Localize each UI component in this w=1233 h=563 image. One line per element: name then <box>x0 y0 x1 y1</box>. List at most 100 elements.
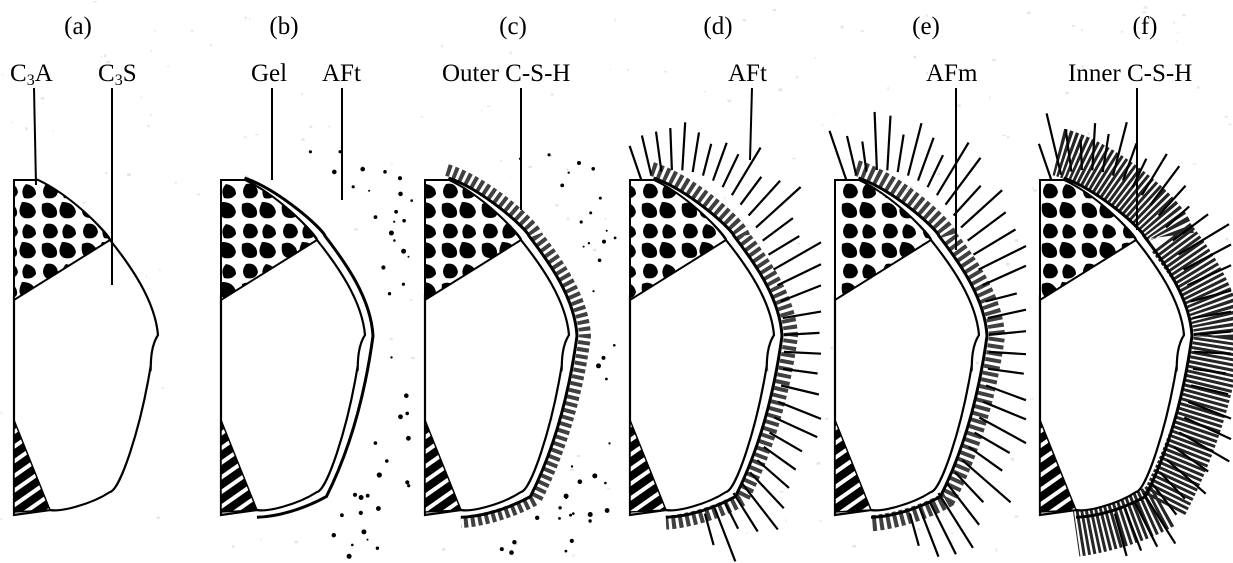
panel-b-dot <box>332 170 337 175</box>
panel-c-dot <box>613 344 616 347</box>
panel-f-needle <box>1081 140 1082 170</box>
panel-b-dot <box>340 513 344 517</box>
panel-d-needle <box>630 146 642 180</box>
panel-b-dot <box>389 231 394 236</box>
panel-c-dot <box>577 161 581 165</box>
panel-d-needle <box>703 144 711 176</box>
panel-d-needle <box>642 136 651 175</box>
leader-line <box>750 88 752 160</box>
panel-d-needle <box>670 128 672 170</box>
panel-c-dot <box>558 517 561 520</box>
panel-d-needle <box>732 148 761 196</box>
label-aft-b: AFt <box>322 61 361 86</box>
panel-b-dot <box>359 511 363 515</box>
panel-c-dot <box>605 378 608 381</box>
panel-b-dot <box>366 494 370 498</box>
panel-b-dot <box>347 554 352 559</box>
panel-e-needle <box>937 143 969 196</box>
panel-f-needle <box>1047 113 1062 174</box>
panel-b-dot <box>410 199 413 202</box>
panel-b-dot <box>398 414 403 419</box>
panel-c-dot <box>591 167 595 171</box>
panel-e-needle <box>908 123 922 175</box>
panel-c-dot <box>535 516 539 520</box>
panel-d-needle <box>763 218 793 241</box>
panel-e-needle <box>979 246 1027 270</box>
panel-e-needle <box>962 460 1010 502</box>
panel-b-dot <box>353 493 357 497</box>
panel-c-dot <box>598 259 602 263</box>
panel-c-dot <box>602 356 606 360</box>
panel-c-dot <box>572 512 575 515</box>
panel-b-dot <box>383 170 387 174</box>
panel-c-dot <box>592 290 594 292</box>
panel-e-needle <box>946 158 981 205</box>
panel-e-needle <box>961 190 1002 227</box>
panel-c-dot <box>558 506 561 509</box>
panel-e-needle <box>875 112 877 170</box>
panel-c-dot <box>588 512 593 517</box>
panel-b-dot <box>408 256 410 258</box>
panel-b-dot <box>405 480 409 484</box>
panel-c-dot <box>548 153 551 156</box>
panel-c-dot <box>569 514 572 517</box>
panel-b-dot <box>405 412 409 416</box>
panel-c-dot <box>571 465 573 467</box>
panel-c-dot <box>608 442 610 444</box>
label-aft-d: AFt <box>728 61 767 86</box>
panel-b-dot <box>393 221 395 223</box>
panel-b-dot <box>360 167 365 172</box>
panel-b-dot <box>394 210 398 214</box>
panel-e-needle <box>830 131 847 180</box>
panel-c-dot <box>596 363 601 368</box>
panel-b-dot <box>359 495 364 500</box>
panel-b-dot <box>402 283 405 286</box>
panel-b-dot <box>309 150 312 153</box>
panel-c-dot <box>509 550 514 555</box>
panel-c-dot <box>614 237 617 240</box>
panel-b-dot <box>367 539 369 541</box>
panel-d-needle <box>682 122 685 170</box>
panel-d-needle <box>742 483 778 529</box>
panel-d-needle <box>693 132 699 172</box>
panel-b-dot <box>374 441 378 445</box>
panel-d-needle <box>778 264 822 285</box>
panel-b-dot <box>390 356 392 358</box>
panel-e-needle <box>939 493 973 548</box>
panel-b-dot <box>398 176 402 180</box>
panel-b-dot <box>385 459 389 463</box>
label-c3s: C3S <box>98 61 137 89</box>
panel-d-needle <box>723 154 739 187</box>
label-gel: Gel <box>251 61 287 86</box>
panel-letter-c: (c) <box>499 14 527 39</box>
panel-b-dot <box>388 292 391 295</box>
panel-letter-f: (f) <box>1133 14 1158 39</box>
panel-letter-a: (a) <box>64 14 92 39</box>
panel-d-needle <box>713 143 727 181</box>
panel-b-dot <box>404 393 409 398</box>
panel-c-dot <box>560 184 564 188</box>
panel-b-dot <box>381 265 385 269</box>
panel-b-dot <box>393 239 396 242</box>
panel-c-dot <box>599 197 602 200</box>
panel-b-dot <box>406 436 411 441</box>
panel-c-dot <box>568 172 570 174</box>
panel-c-dot <box>512 540 516 544</box>
panel-e-needle <box>974 229 1016 254</box>
panel-d-needle <box>770 433 803 452</box>
panel-letter-b: (b) <box>269 14 298 39</box>
panel-c-dot <box>588 242 590 244</box>
panel-c-dot <box>580 220 583 223</box>
panel-e-needle <box>918 138 934 181</box>
panel-c-dot <box>578 479 583 484</box>
panel-b-dot <box>401 249 406 254</box>
panel-c-dot <box>570 539 574 543</box>
leader-line <box>34 88 36 185</box>
panel-c-dot <box>602 240 606 244</box>
label-afm: AFm <box>926 61 977 86</box>
panel-b-dot <box>332 533 336 537</box>
panel-f-needle <box>1039 144 1051 180</box>
panel-e-needle <box>887 116 890 171</box>
panel-b-dot <box>398 192 403 197</box>
